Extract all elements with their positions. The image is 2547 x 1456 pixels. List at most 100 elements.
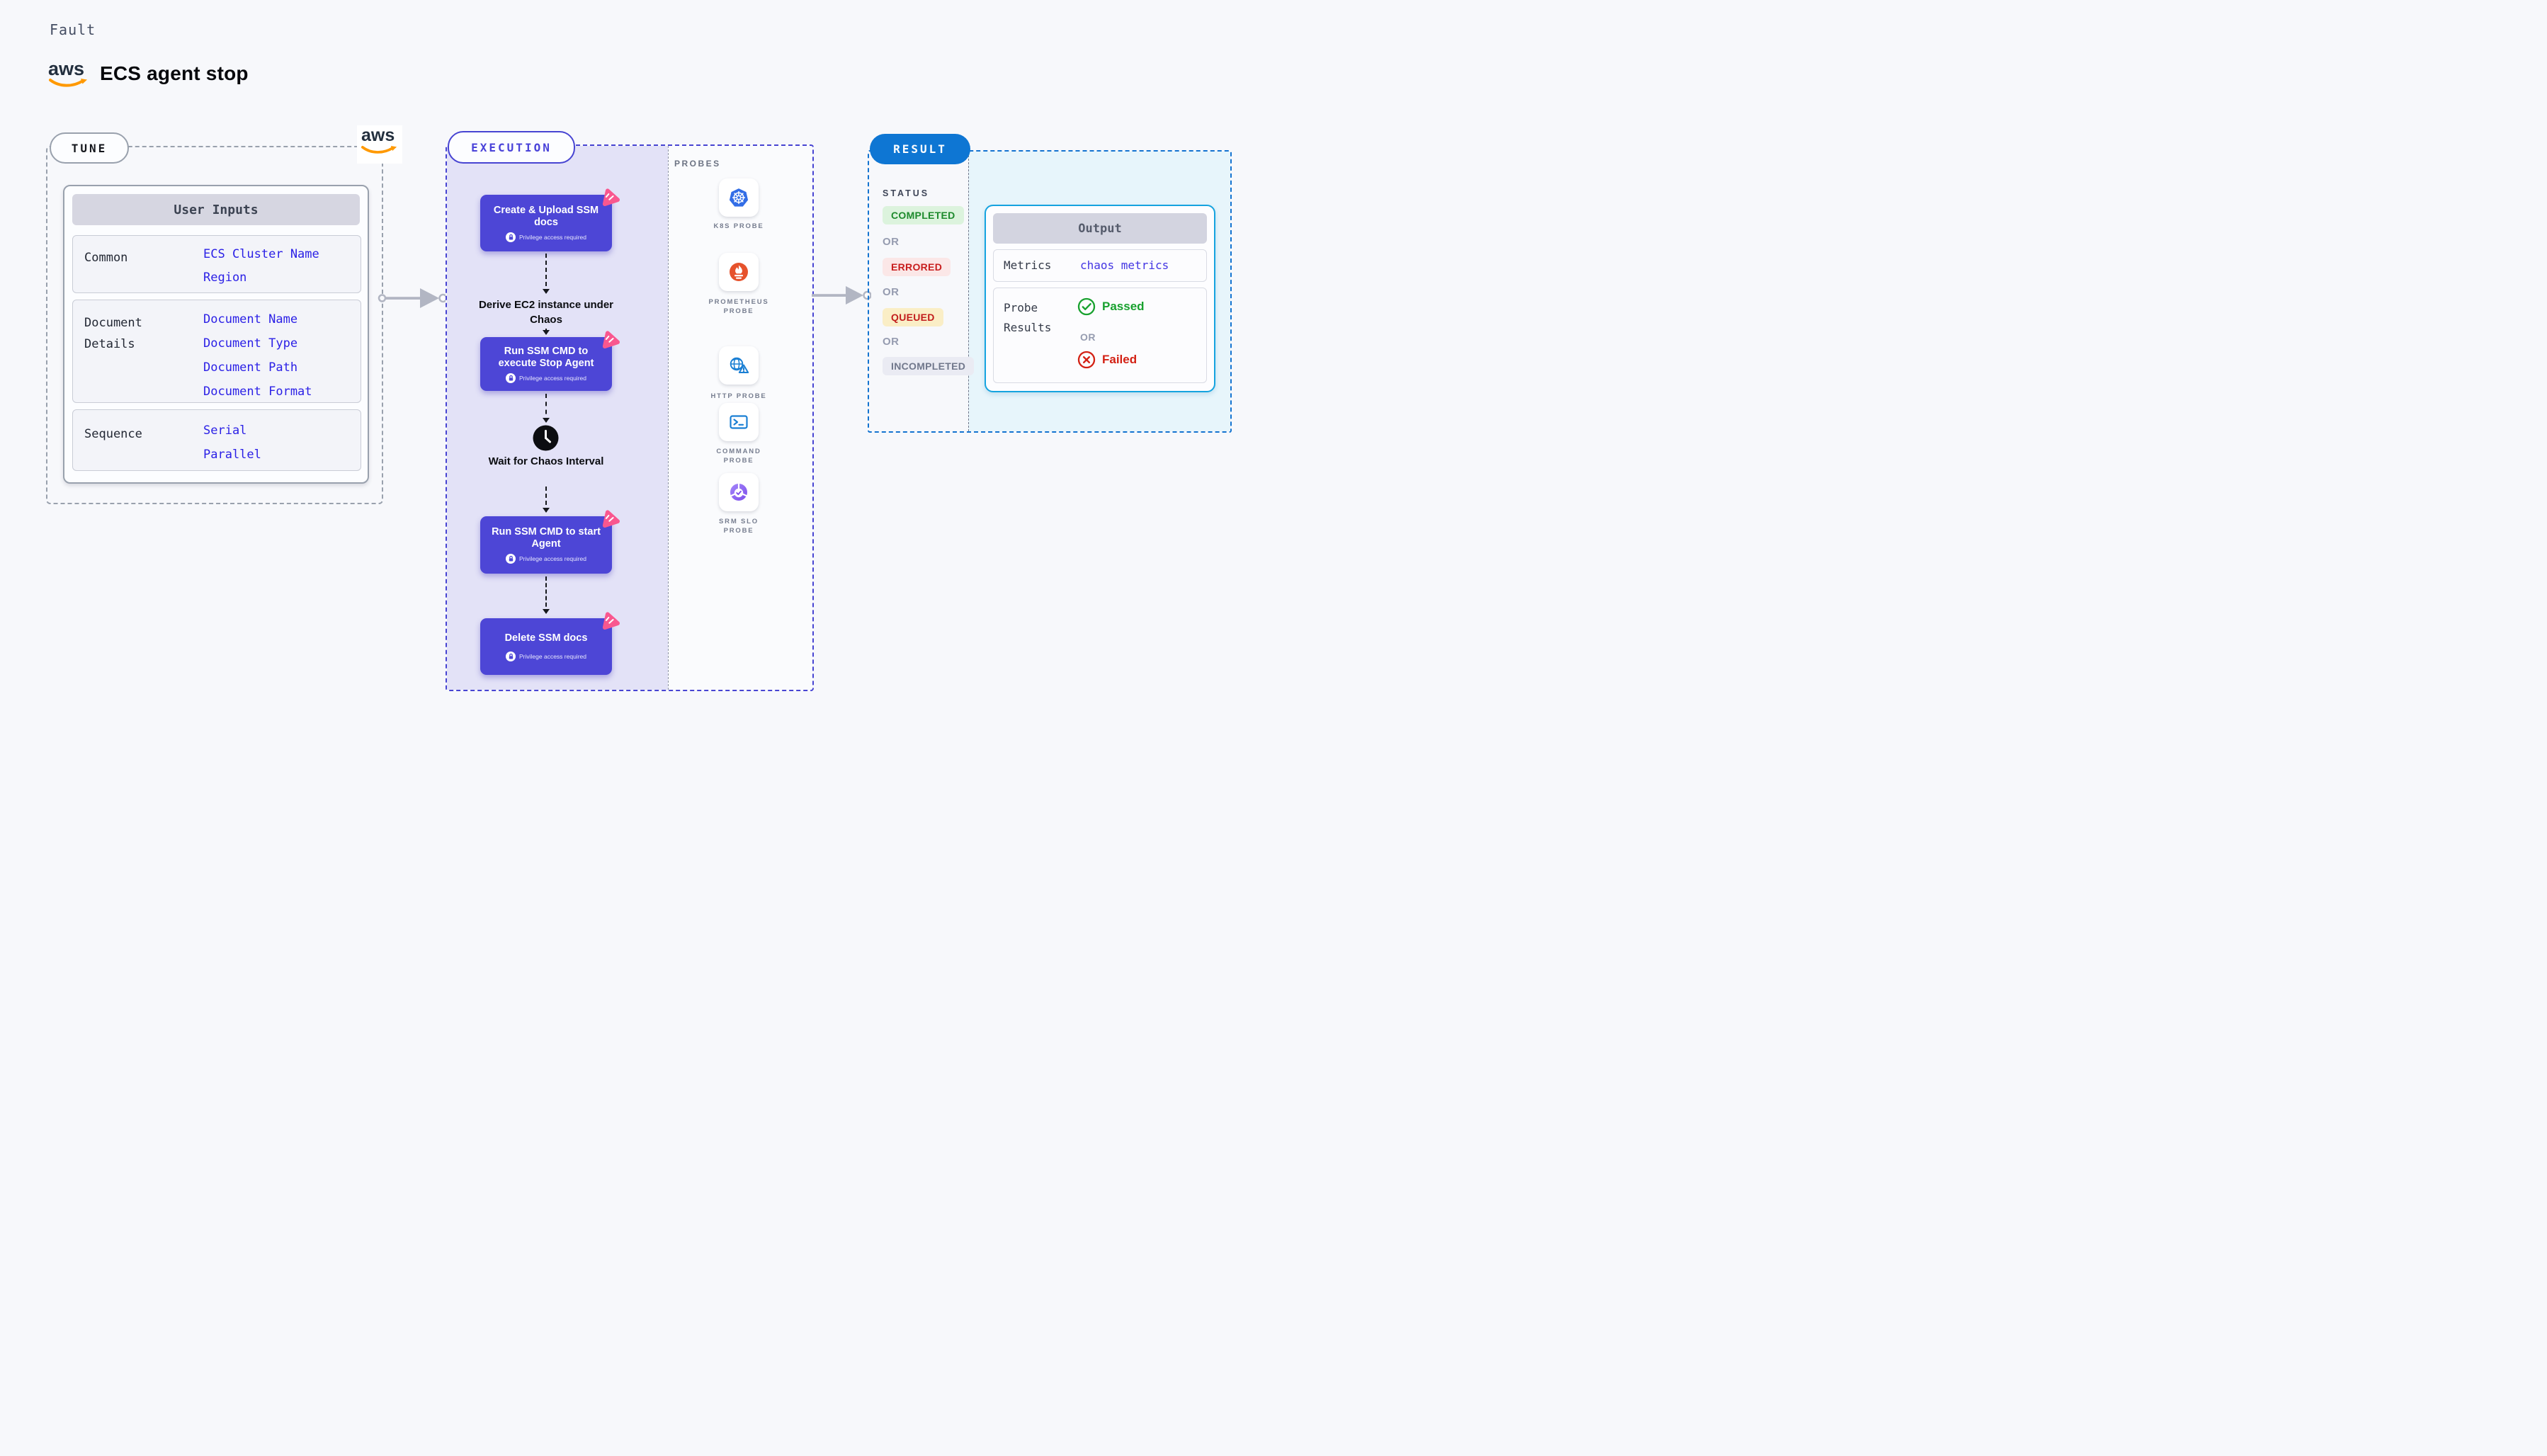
privilege-badge: Privilege access required <box>506 372 586 383</box>
probe-results-row: Probe Results Passed OR Failed <box>993 288 1207 383</box>
input-link-document-path[interactable]: Document Path <box>203 360 298 375</box>
probes-column-label: PROBES <box>674 159 721 169</box>
input-row-document-details: Document Details Document Name Document … <box>72 300 361 403</box>
step-create-upload-ssm-docs[interactable]: Create & Upload SSM docs Privilege acces… <box>480 188 620 251</box>
probes-divider <box>668 146 669 690</box>
privilege-badge: Privilege access required <box>506 651 586 661</box>
input-row-common: Common ECS Cluster Name Region <box>72 235 361 293</box>
http-probe-card <box>719 346 759 385</box>
aws-smile-icon <box>361 146 397 154</box>
output-card: Output Metrics chaos metrics Probe Resul… <box>985 205 1215 392</box>
or-separator: OR <box>883 236 900 248</box>
input-link-ecs-cluster-name[interactable]: ECS Cluster Name <box>203 247 319 261</box>
derive-ec2-label: Derive EC2 instance under Chaos <box>478 299 614 326</box>
passed-label: Passed <box>1102 300 1145 313</box>
result-divider <box>968 152 969 431</box>
prometheus-probe-card <box>719 253 759 291</box>
step-title: Run SSM CMD to start Agent <box>492 526 601 550</box>
flow-connector <box>543 487 550 513</box>
lock-icon <box>506 554 516 564</box>
input-link-region[interactable]: Region <box>203 271 247 285</box>
step-delete-ssm-docs[interactable]: Delete SSM docs Privilege access require… <box>480 612 620 675</box>
output-header: Output <box>993 213 1207 244</box>
user-inputs-header: User Inputs <box>72 194 360 225</box>
status-badge-incompleted: INCOMPLETED <box>883 357 975 375</box>
tune-pill-label: TUNE <box>71 141 108 155</box>
chaos-metrics-link[interactable]: chaos metrics <box>1080 258 1169 272</box>
or-separator: OR <box>883 286 900 298</box>
probe-results-label: Probe Results <box>1004 301 1052 334</box>
input-link-document-format[interactable]: Document Format <box>203 385 312 399</box>
step-run-ssm-cmd-stop-agent[interactable]: Run SSM CMD to execute Stop Agent Privil… <box>480 331 620 391</box>
status-badge-errored: ERRORED <box>883 258 951 276</box>
lock-icon <box>506 372 516 383</box>
probe-label-k8s: K8S PROBE <box>713 222 764 230</box>
aws-wordmark: aws <box>361 125 395 145</box>
tune-aws-logo: aws <box>357 125 402 164</box>
probe-label-command: COMMAND PROBE <box>716 448 761 465</box>
privilege-badge: Privilege access required <box>506 232 586 242</box>
result-pill: RESULT <box>870 134 970 164</box>
x-circle-icon <box>1077 351 1096 369</box>
input-row-sequence: Sequence Serial Parallel <box>72 409 361 471</box>
slo-gauge-icon <box>730 483 747 501</box>
tune-section <box>46 146 383 504</box>
flow-connector <box>543 254 550 294</box>
input-link-serial[interactable]: Serial <box>203 423 247 438</box>
clock-icon <box>533 425 559 451</box>
input-link-parallel[interactable]: Parallel <box>203 448 261 462</box>
status-column-label: STATUS <box>883 188 930 198</box>
chaos-pinwheel-icon <box>602 331 620 349</box>
user-inputs-title: User Inputs <box>174 202 259 217</box>
wait-chaos-interval-label: Wait for Chaos Interval <box>488 455 604 467</box>
privilege-label: Privilege access required <box>519 233 586 241</box>
privilege-label: Privilege access required <box>519 374 586 382</box>
passed-result: Passed <box>1077 297 1145 316</box>
globe-warning-icon <box>730 357 749 373</box>
metrics-row: Metrics chaos metrics <box>993 249 1207 282</box>
input-row-label: Sequence <box>84 427 142 441</box>
check-circle-icon <box>1077 297 1096 316</box>
input-link-document-type[interactable]: Document Type <box>203 336 298 351</box>
lock-icon <box>506 232 516 242</box>
prometheus-icon <box>730 263 748 281</box>
tune-to-execution-arrow-icon <box>378 288 448 308</box>
flow-connector <box>543 329 550 335</box>
flow-connector <box>543 394 550 423</box>
execution-pill: EXECUTION <box>448 131 575 164</box>
command-probe-card <box>719 403 759 441</box>
step-title: Create & Upload SSM docs <box>493 204 599 228</box>
flow-connector <box>543 576 550 614</box>
probe-label-srm-slo: SRM SLO PROBE <box>719 518 759 535</box>
tune-pill: TUNE <box>50 132 129 164</box>
status-badge-queued: QUEUED <box>883 308 943 326</box>
aws-wordmark: aws <box>48 58 85 79</box>
metrics-label: Metrics <box>1004 258 1052 272</box>
kubernetes-icon <box>729 188 749 207</box>
privilege-label: Privilege access required <box>519 555 586 562</box>
or-separator: OR <box>883 336 900 348</box>
chaos-pinwheel-icon <box>602 612 620 630</box>
aws-smile-icon <box>49 79 87 87</box>
probe-label-prometheus: PROMETHEUS PROBE <box>708 298 769 315</box>
input-row-label: Common <box>84 251 128 265</box>
failed-result: Failed <box>1077 351 1137 369</box>
chaos-pinwheel-icon <box>602 510 620 528</box>
execution-pill-label: EXECUTION <box>471 140 552 154</box>
fault-diagram: Fault aws ECS agent stop TUNE aws User I… <box>0 0 1274 728</box>
user-inputs-card: User Inputs Common ECS Cluster Name Regi… <box>63 185 369 484</box>
privilege-label: Privilege access required <box>519 652 586 660</box>
lock-icon <box>506 651 516 661</box>
step-title: Delete SSM docs <box>504 632 588 644</box>
chaos-pinwheel-icon <box>602 188 620 207</box>
or-separator: OR <box>1080 331 1096 343</box>
input-link-document-name[interactable]: Document Name <box>203 312 298 326</box>
probe-label-http: HTTP PROBE <box>710 392 767 400</box>
status-badge-completed: COMPLETED <box>883 206 964 224</box>
aws-logo: aws <box>48 59 91 89</box>
output-title: Output <box>1078 221 1122 236</box>
step-run-ssm-cmd-start-agent[interactable]: Run SSM CMD to start Agent Privilege acc… <box>480 510 620 574</box>
fault-kicker: Fault <box>50 21 96 38</box>
execution-to-result-arrow-icon <box>812 286 871 305</box>
page-title: ECS agent stop <box>100 62 249 84</box>
